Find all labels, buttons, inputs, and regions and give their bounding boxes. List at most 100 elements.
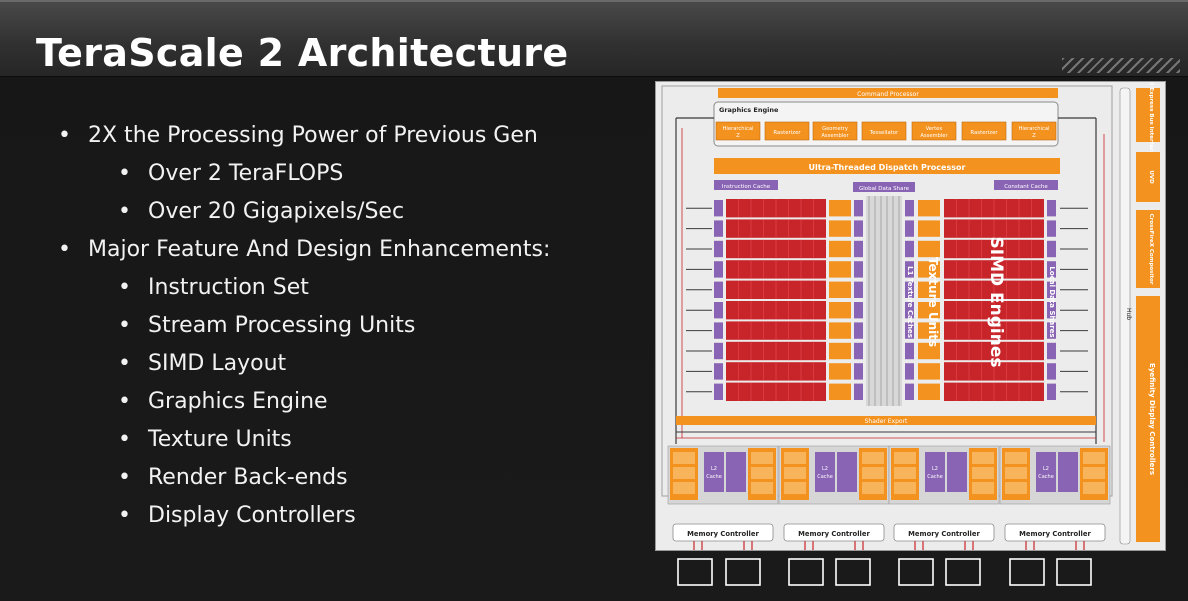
- l2-cache-block: [947, 452, 967, 492]
- render-backend-cell: [1083, 482, 1105, 494]
- memory-chip: [1009, 558, 1045, 586]
- pipeline-block-label: Geometry: [822, 126, 848, 132]
- texture-unit-cell: [918, 240, 940, 258]
- l1-cache-cell: [905, 240, 914, 258]
- local-data-share-cell: [1047, 281, 1056, 298]
- hub-column: [1119, 87, 1131, 545]
- texture-unit-cell: [918, 363, 940, 380]
- render-backend-cell: [784, 467, 806, 479]
- texture-unit-cell: [829, 281, 851, 298]
- pipeline-block-label: Rasterizer: [773, 130, 801, 136]
- l2-cache-label: L2: [1043, 466, 1049, 472]
- pipeline-block: [764, 121, 810, 141]
- pipeline-block-label: Rasterizer: [970, 130, 998, 136]
- local-data-share-cell: [1047, 383, 1056, 400]
- local-data-share-cell: [1047, 240, 1056, 258]
- l1-texture-caches-label: L1 Texture Caches: [906, 266, 914, 338]
- render-backend-cell: [972, 467, 994, 479]
- local-data-share-cell: [714, 302, 723, 319]
- memory-controller-label: Memory Controller: [1019, 530, 1091, 538]
- l1-cache-cell: [854, 363, 863, 380]
- pipeline-block-label-2: Z: [736, 133, 740, 139]
- bullet-glyph: •: [118, 465, 131, 490]
- bullet-text: Display Controllers: [148, 503, 356, 528]
- side-block-label: PCI Express Bus Interface: [1148, 82, 1154, 155]
- texture-unit-cell: [829, 363, 851, 380]
- render-backend-cell: [1005, 467, 1027, 479]
- wire-right-outer: [1058, 117, 1097, 444]
- render-backend-cell: [894, 452, 916, 464]
- render-backend-cell: [862, 482, 884, 494]
- bullet-text: Instruction Set: [148, 275, 309, 300]
- slide-title: TeraScale 2 Architecture: [36, 31, 569, 75]
- local-data-share-cell: [1047, 322, 1056, 339]
- memory-chip: [1056, 558, 1092, 586]
- render-backend-cell: [894, 467, 916, 479]
- pipeline-block-label: Hierarchical: [1019, 126, 1050, 132]
- pipeline-block-label: Vertex: [926, 126, 943, 132]
- l1-cache-cell: [854, 261, 863, 278]
- texture-unit-cell: [829, 240, 851, 258]
- texture-unit-cell: [829, 200, 851, 217]
- pipeline-block-label-2: Assembler: [821, 133, 849, 139]
- simd-engines-label: SIMD Engines: [986, 237, 1006, 368]
- l1-cache-cell: [854, 302, 863, 319]
- texture-unit-cell: [829, 302, 851, 319]
- command-processor-label: Command Processor: [857, 91, 919, 98]
- l1-cache-cell: [854, 200, 863, 217]
- render-backend-cell: [784, 482, 806, 494]
- pipeline-block-label: Tessellator: [869, 130, 899, 136]
- side-block-label: CrossFireX Compositor: [1148, 214, 1154, 285]
- pipeline-block: [812, 121, 858, 141]
- bullet-text: Over 20 Gigapixels/Sec: [148, 199, 405, 224]
- memory-chip: [788, 558, 824, 586]
- render-backend-cell: [751, 482, 773, 494]
- dispatch-label: Ultra-Threaded Dispatch Processor: [809, 163, 966, 172]
- graphics-engine-label: Graphics Engine: [719, 106, 779, 114]
- instruction-cache-label: Instruction Cache: [722, 184, 771, 190]
- l1-cache-cell: [905, 342, 914, 360]
- render-backend-cell: [751, 452, 773, 464]
- memory-chip: [725, 558, 761, 586]
- shader-export-label: Shader Export: [865, 418, 908, 425]
- l2-cache-block: [815, 452, 835, 492]
- render-backend-cell: [862, 467, 884, 479]
- memory-controller-label: Memory Controller: [908, 530, 980, 538]
- local-data-share-cell: [714, 200, 723, 217]
- render-backend-cell: [673, 482, 695, 494]
- pipeline-block-label-2: Z: [1032, 133, 1036, 139]
- render-backend-cell: [1083, 452, 1105, 464]
- l2-cache-block: [726, 452, 746, 492]
- bullet-glyph: •: [118, 351, 131, 376]
- dispatch-bar: [714, 158, 1060, 174]
- render-backend-cell: [673, 452, 695, 464]
- pipeline-block: [911, 121, 957, 141]
- texture-unit-cell: [918, 383, 940, 400]
- local-data-share-cell: [1047, 363, 1056, 380]
- l1-cache-cell: [905, 363, 914, 380]
- constant-cache-label: Constant Cache: [1004, 184, 1048, 190]
- render-backend-cell: [894, 482, 916, 494]
- title-bar: TeraScale 2 Architecture: [0, 0, 1188, 77]
- bullet-text: SIMD Layout: [148, 351, 287, 376]
- side-block-label: UVD: [1148, 170, 1154, 184]
- l2-cache-label: L2: [932, 466, 938, 472]
- l1-cache-cell: [905, 220, 914, 237]
- wire-left-outer: [675, 117, 714, 444]
- l2-cache-label: L2: [822, 466, 828, 472]
- bullet-glyph: •: [58, 123, 71, 148]
- l1-cache-cell: [905, 322, 914, 339]
- texture-unit-cell: [918, 220, 940, 237]
- l2-cache-label-2: Cache: [927, 474, 943, 480]
- bullet-text: Texture Units: [148, 427, 292, 452]
- bullet-glyph: •: [118, 503, 131, 528]
- texture-unit-cell: [829, 322, 851, 339]
- l1-cache-cell: [854, 342, 863, 360]
- local-data-share-cell: [1047, 261, 1056, 278]
- bullet-list: •2X the Processing Power of Previous Gen…: [58, 123, 550, 528]
- l2-cache-label-2: Cache: [1038, 474, 1054, 480]
- texture-unit-cell: [829, 220, 851, 237]
- local-data-share-cell: [1047, 200, 1056, 217]
- l1-cache-cell: [854, 281, 863, 298]
